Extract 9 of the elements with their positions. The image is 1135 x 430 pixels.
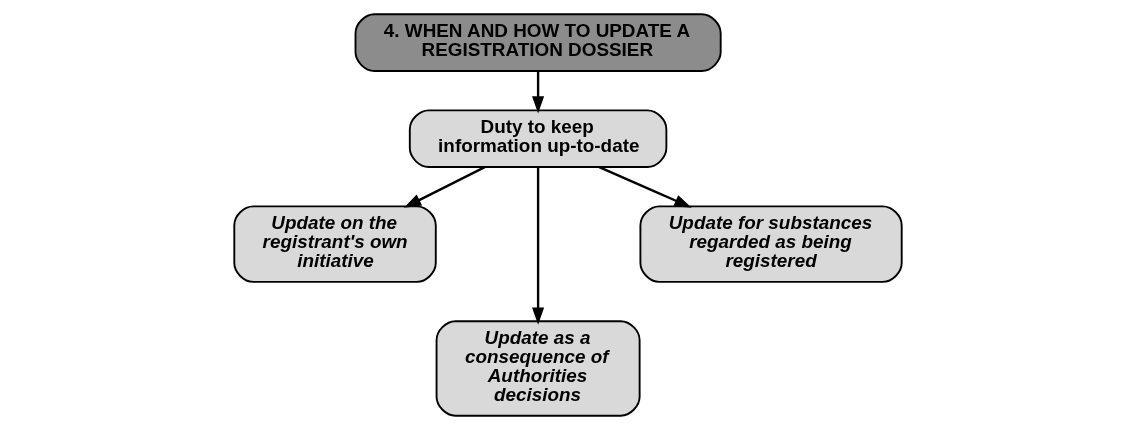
node-box: Update on the registrant's own initiative [232, 205, 437, 283]
arrow [531, 71, 544, 114]
arrow [403, 166, 485, 208]
node-box: Update for substances regarded as being registered [638, 205, 903, 283]
arrow [598, 166, 692, 208]
node-box: Duty to keep information up-to-date [408, 109, 667, 168]
arrow [531, 167, 544, 325]
node-box: Update as a consequence of Authorities decisions [435, 320, 641, 417]
node-box: 4. WHEN AND HOW TO UPDATE A REGISTRATION DOSSIER [354, 13, 722, 72]
